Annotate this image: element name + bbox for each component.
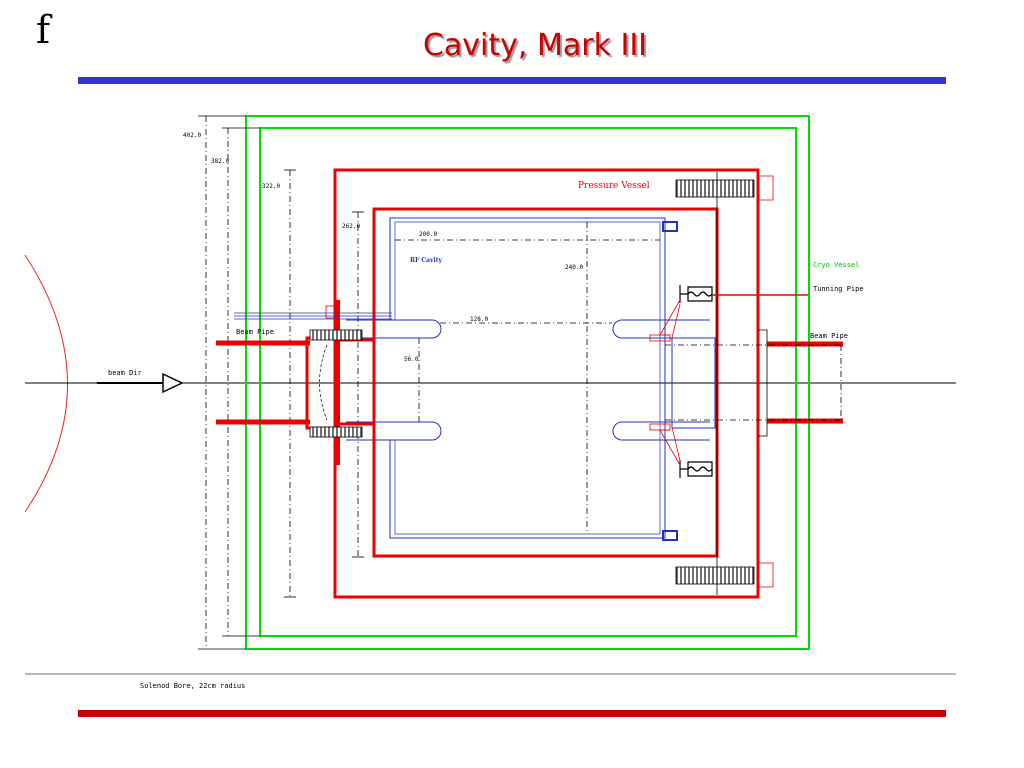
rf-cavity-port-bottom: [662, 530, 678, 541]
dim-56: 56.0: [404, 356, 419, 363]
beam-dir-arrow-head: [162, 372, 184, 394]
rf-cavity-outline: [389, 217, 666, 539]
right-axis-lines: [665, 344, 843, 421]
corner-mark: f: [36, 8, 51, 52]
dim-200: 200.0: [419, 231, 437, 238]
nose-cone-bottom-left: [346, 421, 442, 441]
beam-pipe-left-label: Beam Pipe: [236, 328, 274, 336]
dim-402: 402.0: [183, 132, 201, 139]
right-inner-tube: [671, 337, 716, 429]
dim-382: 382.0: [211, 158, 229, 165]
dimension-lines-left: [198, 115, 364, 650]
tuner-linkage: [649, 299, 681, 466]
solenoid-bore-arc: [24, 254, 68, 513]
rf-cavity-port-top: [662, 221, 678, 232]
slide-title-text: Cavity, Mark III: [422, 28, 648, 63]
pressure-vessel-label: Pressure Vessel: [578, 181, 650, 191]
hatched-ring-top: [309, 329, 363, 341]
tuner-bottom: [679, 460, 713, 478]
tuner-top: [679, 285, 713, 303]
bracket-bottom: [758, 562, 774, 588]
solenoid-bore-label: Solenod Bore, 22cm radius: [140, 682, 245, 690]
tunning-pipe-left-lines: [234, 312, 392, 320]
small-flange-left: [325, 305, 337, 319]
rf-cavity-outline-inner: [394, 221, 661, 535]
hatched-block-bottom: [675, 566, 755, 585]
nose-cone-bottom-right: [612, 421, 710, 441]
cryo-vessel-inner: [259, 127, 797, 637]
left-window-curve: [319, 344, 328, 421]
dim-240: 240.0: [565, 264, 583, 271]
tunning-pipe-label: Tunning Pipe: [813, 285, 864, 293]
hatched-block-top: [675, 179, 755, 198]
dim-128: 128.0: [470, 316, 488, 323]
rf-cavity-label: RF Cavity: [410, 257, 443, 264]
top-divider: [78, 77, 946, 84]
right-flange-frame: [758, 329, 768, 437]
dim-262: 262.0: [342, 223, 360, 230]
nose-cone-top-left: [346, 319, 442, 339]
beam-pipe-right-label: Beam Pipe: [810, 332, 848, 340]
beam-dir-label: beam Dir: [108, 369, 142, 377]
cryo-vessel-label: Cryo Vessel: [813, 261, 859, 269]
bottom-divider: [78, 710, 946, 717]
cryo-vessel-outer: [245, 115, 810, 650]
slide-title: Cavity, Mark III: [0, 26, 1024, 66]
nose-cone-top-right: [612, 319, 710, 339]
dimension-lines-inner: [395, 222, 660, 534]
hatched-ring-bottom: [309, 426, 363, 438]
bracket-top: [758, 175, 774, 201]
dim-322: 322.0: [262, 183, 280, 190]
